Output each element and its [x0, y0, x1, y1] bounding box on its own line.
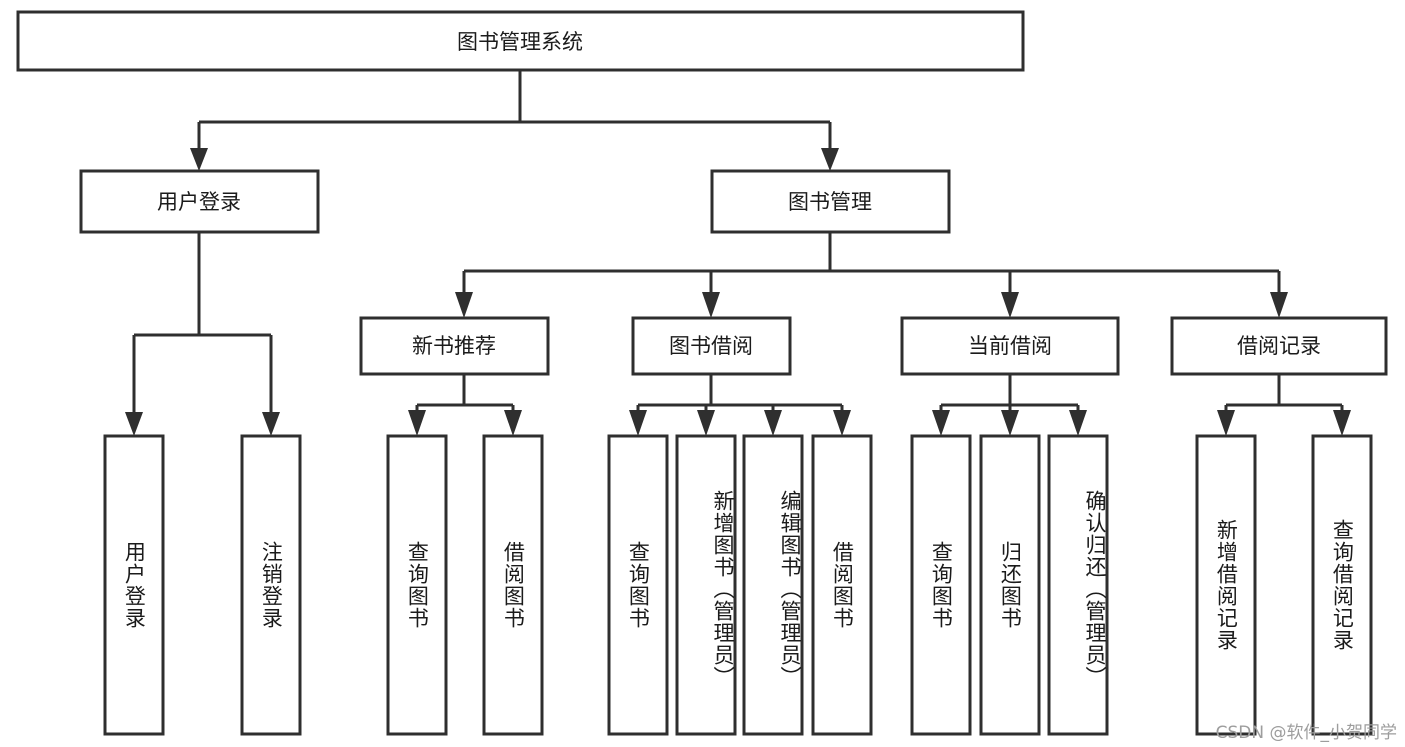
arrow-to-new-book — [455, 292, 473, 318]
leaf-borrow-record-1-rect[interactable] — [1311, 434, 1373, 736]
arrow-bb-leaf3 — [764, 410, 782, 436]
arrow-to-borrow-record — [1270, 292, 1288, 318]
arrow-br-leaf2 — [1333, 410, 1351, 436]
node-root-system[interactable]: 图书管理系统 — [16, 10, 1025, 72]
leaf-book-borrow-3-rect[interactable] — [811, 434, 873, 736]
arrow-cb-leaf3 — [1069, 410, 1087, 436]
node-user-login[interactable]: 用户登录 — [79, 169, 320, 234]
node-root-system-rect[interactable] — [16, 10, 1025, 72]
arrow-cb-leaf2 — [1001, 410, 1019, 436]
node-new-book-recommend[interactable]: 新书推荐 — [359, 316, 550, 376]
arrow-bb-leaf2 — [697, 410, 715, 436]
node-borrow-record-label: 借阅记录 — [1237, 334, 1321, 358]
node-book-manage[interactable]: 图书管理 — [710, 169, 951, 234]
arrow-to-user-login — [190, 148, 208, 171]
arrow-bb-leaf4 — [833, 410, 851, 436]
node-layer: 图书管理系统 用户登录 图书管理 新书推荐 图书借阅 当前 — [16, 10, 1388, 736]
leaf-new-book-0-rect[interactable] — [386, 434, 448, 736]
leaf-current-borrow-1-rect[interactable] — [979, 434, 1041, 736]
arrow-br-leaf1 — [1217, 410, 1235, 436]
node-borrow-record[interactable]: 借阅记录 — [1170, 316, 1388, 376]
node-new-book-recommend-rect[interactable] — [359, 316, 550, 376]
node-book-borrow-rect[interactable] — [631, 316, 792, 376]
node-current-borrow-rect[interactable] — [900, 316, 1120, 376]
leaf-user-login-1-rect[interactable] — [240, 434, 302, 736]
leaf-book-borrow-1-rect[interactable] — [675, 434, 737, 736]
leaf-new-book-1-rect[interactable] — [482, 434, 544, 736]
node-book-borrow-label: 图书借阅 — [669, 334, 753, 358]
node-borrow-record-rect[interactable] — [1170, 316, 1388, 376]
node-current-borrow[interactable]: 当前借阅 — [900, 316, 1120, 376]
arrow-nb-leaf2 — [504, 410, 522, 436]
node-new-book-recommend-label: 新书推荐 — [412, 334, 496, 358]
connector-layer — [125, 70, 1351, 436]
leaf-book-borrow-0-rect[interactable] — [607, 434, 669, 736]
arrow-to-book-manage — [821, 148, 839, 171]
leaf-user-login-0-rect[interactable] — [103, 434, 165, 736]
arrow-to-book-borrow — [702, 292, 720, 318]
node-root-system-label: 图书管理系统 — [457, 30, 583, 54]
node-current-borrow-label: 当前借阅 — [968, 334, 1052, 358]
node-book-manage-label: 图书管理 — [788, 190, 872, 214]
arrow-to-current-borrow — [1001, 292, 1019, 318]
leaf-book-borrow-2-rect[interactable] — [742, 434, 804, 736]
leaf-borrow-record-0-rect[interactable] — [1195, 434, 1257, 736]
arrow-cb-leaf1 — [932, 410, 950, 436]
arrow-bb-leaf1 — [629, 410, 647, 436]
arrow-ul-leaf1 — [125, 412, 143, 436]
arrow-ul-leaf2 — [262, 412, 280, 436]
node-book-borrow[interactable]: 图书借阅 — [631, 316, 792, 376]
node-book-manage-rect[interactable] — [710, 169, 951, 234]
leaf-current-borrow-2-rect[interactable] — [1047, 434, 1109, 736]
node-user-login-label: 用户登录 — [157, 190, 241, 214]
node-user-login-rect[interactable] — [79, 169, 320, 234]
leaf-current-borrow-0-rect[interactable] — [910, 434, 972, 736]
arrow-nb-leaf1 — [408, 410, 426, 436]
